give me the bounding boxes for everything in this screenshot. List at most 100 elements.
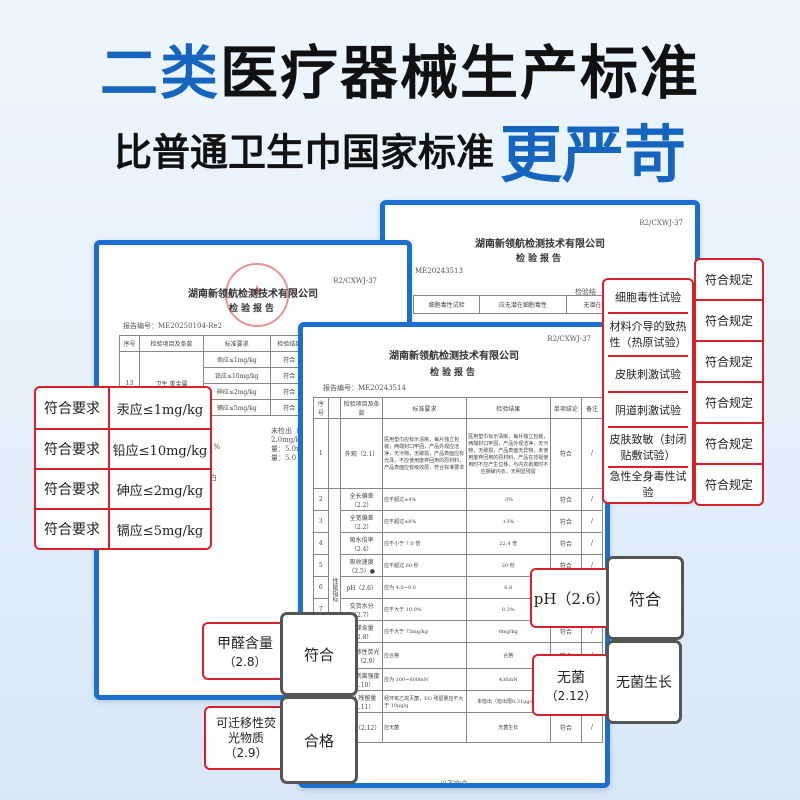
sterile-result: 无菌生长 bbox=[616, 675, 672, 691]
headline-line1: 二类医疗器械生产标准 bbox=[0, 26, 800, 110]
ph-result: 符合 bbox=[628, 590, 661, 609]
bio-test-result: 符合规定 bbox=[696, 463, 762, 504]
table-cell: / bbox=[581, 712, 603, 743]
ph-callout-result: 符合 bbox=[606, 556, 684, 640]
bio-test-name: 细胞毒性试验 bbox=[615, 290, 681, 304]
fluorescent-callout-label: 可迁移性荧 光物质 （2.9） bbox=[204, 706, 288, 770]
report-code: R2/CXWJ-37 bbox=[547, 335, 591, 343]
bio-test-name: 阴道刺激试验 bbox=[608, 390, 688, 427]
table-cell: 符合 bbox=[549, 532, 583, 555]
table-header: 标准要求 bbox=[382, 397, 467, 419]
heavy-metal-callout: 符合要求 符合要求 符合要求 符合要求 汞应≤1mg/kg 铅应≤10mg/kg… bbox=[34, 386, 212, 550]
bio-test-name: 急性全身毒性试验 bbox=[608, 466, 688, 500]
table-cell: 应为 4.0~9.0 bbox=[382, 576, 467, 599]
heavy-metal-value: 铅应≤10mg/kg bbox=[110, 428, 210, 468]
formaldehyde-clause: （2.8） bbox=[223, 654, 267, 669]
report-company: 湖南新领航检测技术有限公司 bbox=[188, 289, 318, 300]
table-cell: 全长偏差（2.2） bbox=[340, 488, 384, 511]
table-cell: 5 bbox=[313, 554, 329, 577]
table-cell: 医用垫巾应标示清晰，每片独立包装，两端封口牢固，产品外观应洁净，无污物，无破损，… bbox=[382, 418, 467, 489]
bio-test-result: 符合规定 bbox=[696, 340, 762, 381]
table-header: 序号 bbox=[313, 397, 329, 419]
table-cell: +3% bbox=[465, 510, 551, 533]
headline-line2-text: 比普通卫生巾国家标准 bbox=[113, 130, 494, 175]
note-line: 2.0mg/kg） bbox=[271, 436, 312, 444]
report-code: R2/CXWJ-37 bbox=[639, 219, 683, 227]
table-header bbox=[327, 397, 342, 419]
heavy-metal-values: 汞应≤1mg/kg 铅应≤10mg/kg 砷应≤2mg/kg 镉应≤5mg/kg bbox=[110, 388, 210, 548]
table-row: 13 卫生 重金属 汞应≤1mg/kg 符合 bbox=[119, 351, 310, 416]
table-cell: 吸水倍率（2.4） bbox=[340, 532, 384, 555]
report-title: 检验报告 bbox=[228, 304, 277, 314]
report-title: 检验报告 bbox=[429, 368, 478, 378]
fluorescent-callout-result: 合格 bbox=[280, 696, 358, 784]
table-cell: 应不超过±4% bbox=[382, 488, 467, 511]
table-cell: 2 bbox=[313, 488, 329, 511]
note-line: 量：5.0mg/kg bbox=[271, 445, 319, 453]
table-cell: 应不超过 60 秒 bbox=[382, 554, 467, 577]
bio-test-name: 皮肤刺激试验 bbox=[608, 355, 688, 391]
table-cell: 应无菌 bbox=[382, 712, 467, 743]
table-cell: 符合 bbox=[549, 488, 583, 511]
bio-test-result: 符合规定 bbox=[696, 381, 762, 422]
table-cell: 应不超过±8% bbox=[382, 510, 467, 533]
note-line: 量：5.0 bbox=[271, 454, 297, 462]
headline-line1-blue: 二类 bbox=[99, 39, 220, 107]
heavy-metal-label: 符合要求 bbox=[36, 508, 108, 548]
sterile-label: 无菌 bbox=[557, 669, 585, 686]
formaldehyde-result: 符合 bbox=[303, 645, 334, 664]
bio-tests-callout: 细胞毒性试验 材料介导的致热性（热原试验） 皮肤刺激试验 阴道刺激试验 皮肤致敏… bbox=[602, 278, 694, 504]
heavy-metal-value: 汞应≤1mg/kg bbox=[116, 402, 204, 418]
fluorescent-clause: （2.9） bbox=[224, 745, 268, 760]
table-cell: 外观（2.1） bbox=[340, 418, 384, 489]
table-header: 序号 bbox=[119, 335, 140, 352]
table-cell: 应为 100~800mN bbox=[382, 668, 467, 691]
table-header-row: 序号 检验项目及条款 标准要求 检验结果 单项结论 备注 bbox=[313, 397, 603, 419]
fluorescent-label-line2: 光物质 bbox=[227, 730, 264, 745]
table-cell: / bbox=[581, 488, 603, 511]
company-seal: ★ bbox=[225, 263, 289, 327]
report-code: R2/CXWJ-37 bbox=[333, 277, 377, 285]
table-header: 标准要求 bbox=[203, 335, 271, 352]
table-cell: 镉应≤5mg/kg bbox=[203, 399, 271, 416]
table-cell: 4 bbox=[313, 532, 329, 555]
table-cell: 应不大于 10.0% bbox=[382, 598, 467, 621]
row-item: 重金属 bbox=[169, 381, 188, 388]
table-cell: 6 bbox=[313, 576, 329, 599]
table-cell: pH（2.6） bbox=[340, 576, 384, 599]
table-cell: 全宽偏差（2.2） bbox=[340, 510, 384, 533]
table-cell: 细胞毒性试验 bbox=[412, 295, 481, 314]
table-header: 单项结论 bbox=[549, 397, 583, 419]
headline-line2-emphasis: 更严苛 bbox=[500, 118, 687, 191]
ph-callout-label: pH（2.6） bbox=[530, 568, 614, 628]
note-line: 未检出（汞 bbox=[271, 427, 306, 435]
table-cell: -3% bbox=[465, 488, 551, 511]
table-cell: 符合 bbox=[549, 418, 583, 489]
bio-test-name: 皮肤致敏（封闭贴敷试验） bbox=[608, 426, 688, 466]
table-cell: 砷应≤2mg/kg bbox=[203, 383, 271, 400]
table-cell: 应合格 bbox=[382, 642, 467, 669]
table-cell: 铅应≤10mg/kg bbox=[203, 367, 271, 384]
table-cell: 应无潜在细胞毒性 bbox=[479, 295, 567, 314]
table-header: 检验结果 bbox=[465, 397, 551, 419]
headline-line1-rest: 医疗器械生产标准 bbox=[220, 39, 701, 107]
table-cell: 应不大于 75mg/kg bbox=[382, 620, 467, 643]
bio-results-callout: 符合规定 符合规定 符合规定 符合规定 符合规定 符合规定 bbox=[694, 258, 764, 506]
headline-line2: 比普通卫生巾国家标准更严苛 bbox=[0, 104, 800, 194]
heavy-metal-label: 符合要求 bbox=[36, 468, 108, 508]
table-cell: 3 bbox=[313, 510, 329, 533]
row-group: 卫生 bbox=[155, 381, 168, 388]
fluorescent-label-line1: 可迁移性荧 bbox=[215, 715, 276, 730]
bio-test-result: 符合规定 bbox=[696, 422, 762, 463]
heavy-metal-label: 符合要求 bbox=[36, 428, 108, 468]
report-number: 报告编号：ME20250104-Re2 bbox=[123, 322, 223, 330]
report-number: 报告编号：ME20243514 bbox=[323, 384, 406, 392]
report-company: 湖南新领航检测技术有限公司 bbox=[475, 239, 605, 250]
bio-test-result: 符合规定 bbox=[696, 299, 762, 340]
table-cell: 符合 bbox=[549, 510, 583, 533]
report-number: ME20243513 bbox=[415, 267, 463, 275]
